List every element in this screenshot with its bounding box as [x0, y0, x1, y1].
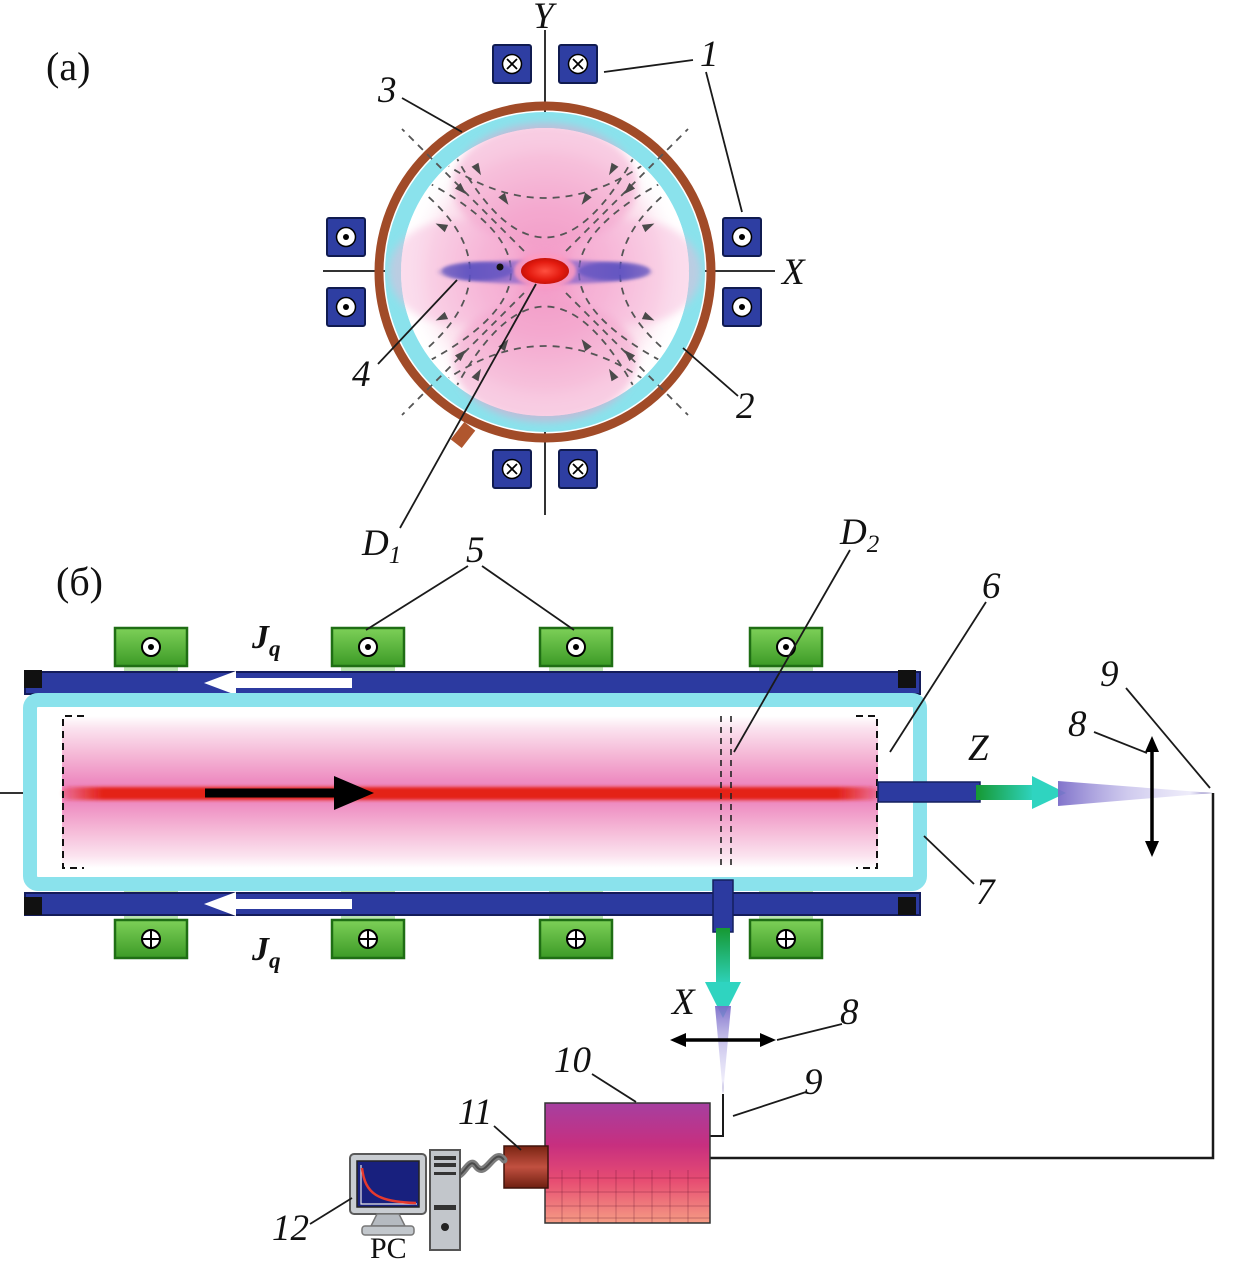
left-end-bracket	[62, 715, 84, 869]
beam-arrow-bottom-shaft	[716, 928, 730, 986]
top-rail	[24, 671, 921, 695]
x-axis-label: X	[780, 252, 806, 293]
monitor-stand	[369, 1213, 407, 1227]
bottom-rail	[24, 892, 921, 916]
callout-7: 7	[976, 872, 996, 913]
computer: PC	[349, 1149, 461, 1265]
callout-11: 11	[458, 1092, 492, 1133]
callout-12: 12	[272, 1208, 309, 1249]
callout-3: 3	[377, 70, 397, 111]
callout-d1: D1	[361, 523, 401, 569]
beam-arrow-right-head	[1032, 776, 1066, 809]
panel-b-tag: (б)	[56, 559, 103, 604]
callout-9-right: 9	[1100, 654, 1119, 695]
callout-2: 2	[736, 386, 755, 427]
detector-box	[544, 1102, 711, 1224]
beam-bottom: X	[670, 879, 776, 1094]
y-axis-label: Y	[533, 0, 557, 37]
green-coils-top	[113, 626, 824, 668]
plasma-column	[437, 254, 653, 288]
jq-label-top: Jq	[251, 619, 281, 661]
coil-set-a	[326, 44, 762, 489]
beam-pipe-bottom	[712, 879, 734, 933]
callout-d2: D2	[839, 512, 879, 558]
tower-power-button	[441, 1223, 449, 1231]
right-end-bracket	[856, 715, 878, 869]
coil-left-upper	[326, 217, 366, 257]
beam-arrow-bottom-head	[705, 982, 741, 1018]
callout-10: 10	[554, 1040, 592, 1081]
coil-left-lower	[326, 287, 366, 327]
callout-8-bottom: 8	[840, 992, 859, 1033]
scan-double-arrow-vertical	[1145, 736, 1159, 857]
current-in-icon	[572, 463, 584, 475]
z-axis-label: Z	[968, 728, 989, 769]
screen-axes	[360, 1165, 417, 1205]
callout-9-bottom: 9	[804, 1062, 823, 1103]
coil-top-left	[492, 44, 532, 84]
field-arrows	[435, 162, 655, 382]
signal-wire-right	[710, 793, 1215, 1160]
current-out-icon	[739, 304, 745, 310]
callout-6: 6	[982, 566, 1001, 607]
plasma-lobes	[389, 123, 701, 422]
current-arrow-bottom	[204, 892, 352, 916]
coil-right-lower	[722, 287, 762, 327]
coil-bottom-right	[558, 449, 598, 489]
beam-arrow-right-shaft	[976, 785, 1034, 800]
current-in-icon	[572, 58, 584, 70]
coil-top-right	[558, 44, 598, 84]
hot-core	[521, 258, 569, 284]
d2-diaphragm	[720, 716, 732, 868]
coil-right-upper	[722, 217, 762, 257]
green-coils-bottom	[113, 918, 824, 960]
beam-right: Z	[877, 728, 1213, 857]
rail-end-caps	[24, 670, 916, 915]
x-axis-label-b: X	[670, 982, 696, 1023]
current-in-icon	[506, 463, 518, 475]
callouts-a: 1 3 2 4 D1	[352, 34, 755, 569]
callout-4: 4	[352, 354, 371, 395]
shell-stub	[450, 422, 476, 448]
screen-decay-curve	[360, 1167, 417, 1205]
current-in-icon	[506, 58, 518, 70]
panel-b: (б) Jq Jq	[0, 512, 1215, 1265]
monitor-base	[361, 1225, 415, 1236]
tube-hot-core	[62, 787, 878, 800]
signal-wire-bottom	[710, 1094, 724, 1137]
tower-slots	[434, 1156, 456, 1210]
beam-pipe-right	[877, 781, 981, 803]
current-out-icon	[343, 304, 349, 310]
connector	[503, 1145, 549, 1189]
outer-shell-ring	[374, 101, 716, 443]
current-out-icon	[343, 234, 349, 240]
jq-label-bottom: Jq	[251, 931, 281, 973]
current-out-icon	[739, 234, 745, 240]
panel-a: (a) Y X	[46, 0, 806, 569]
probe-dot	[496, 263, 504, 271]
coil-bottom-left	[492, 449, 532, 489]
scan-double-arrow-horizontal	[670, 1033, 776, 1047]
callouts-b: 5 D2 6 7 8 9 8 9 10 11 12	[272, 512, 1211, 1249]
beam-fade-right	[1058, 781, 1213, 806]
beam-fade-bottom	[715, 1006, 731, 1094]
pc-label: PC	[370, 1232, 407, 1265]
callout-8-right: 8	[1068, 704, 1087, 745]
detector-grid	[545, 1170, 710, 1223]
callout-1: 1	[700, 34, 719, 75]
field-separatrices	[401, 128, 689, 416]
plasma-flow-arrow	[205, 776, 374, 810]
panel-a-tag: (a)	[46, 44, 90, 89]
current-arrow-top	[204, 671, 352, 695]
callout-5: 5	[466, 530, 485, 571]
